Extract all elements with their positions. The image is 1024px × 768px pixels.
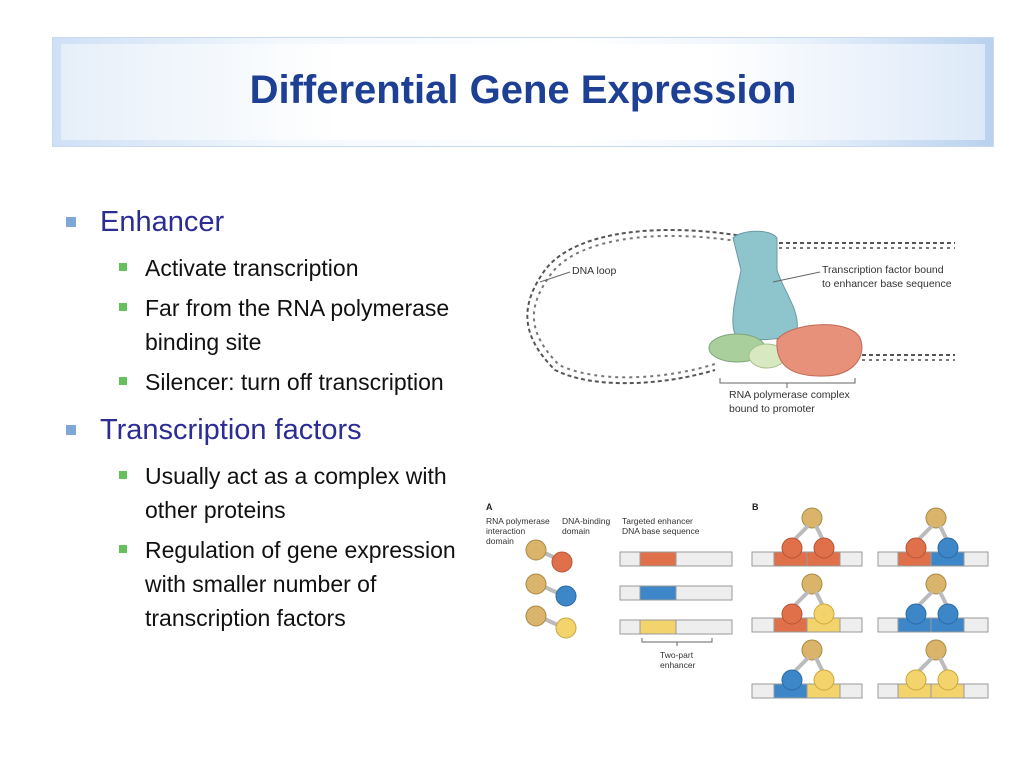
sub-bullet-marker	[119, 303, 127, 311]
sub-bullet-marker	[119, 377, 127, 385]
sub-bullet-text: Usually act as a complex with other prot…	[145, 463, 447, 523]
slide-title: Differential Gene Expression	[249, 68, 797, 112]
dna-loop-diagram: DNA loop Transcription factor bound to e…	[526, 229, 955, 415]
sub-bullet-text: Regulation of gene expression with small…	[145, 537, 456, 631]
brace	[719, 378, 856, 388]
complex-orange-yellow	[751, 573, 863, 633]
sub-bullet: Usually act as a complex with other prot…	[62, 459, 482, 527]
sub-bullet-marker	[119, 263, 127, 271]
bullet-transcription-factors: Transcription factors	[62, 413, 482, 447]
enhancer-sequence-orange	[619, 551, 733, 567]
tf-molecule-blue	[525, 573, 577, 607]
bullet-marker	[66, 425, 76, 435]
bullet-list: Enhancer Activate transcription Far from…	[62, 205, 482, 641]
dna-loop-label: DNA loop	[572, 265, 617, 277]
tf-molecule-yellow	[525, 605, 577, 639]
rna-polymerase-shape	[776, 324, 863, 377]
enhancer-sequence-yellow	[619, 619, 733, 635]
rna-pol-label-2: interaction	[486, 526, 525, 536]
rna-pol-label-3: domain	[486, 536, 514, 546]
panel-b-label: B	[752, 502, 759, 512]
sub-bullet-marker	[119, 471, 127, 479]
polymerase-label-line1: RNA polymerase complex	[729, 389, 851, 401]
transcription-factor-panels: A RNA polymerase interaction domain DNA-…	[486, 502, 989, 699]
tf-label-line1: Transcription factor bound	[822, 264, 944, 276]
rna-pol-label-1: RNA polymerase	[486, 516, 550, 526]
sub-bullet-text: Silencer: turn off transcription	[145, 369, 444, 395]
callout-line	[539, 271, 571, 283]
bullet-text: Transcription factors	[100, 414, 362, 446]
bullet-text: Enhancer	[100, 206, 225, 238]
bullet-marker	[66, 217, 76, 227]
targeted-label-1: Targeted enhancer	[622, 516, 693, 526]
sub-bullet-marker	[119, 545, 127, 553]
tf-label-line2: to enhancer base sequence	[822, 278, 952, 290]
dna-strand	[526, 229, 766, 385]
title-banner: Differential Gene Expression	[52, 37, 994, 147]
complex-blue-yellow	[751, 639, 863, 699]
complex-orange-blue	[877, 507, 989, 567]
sub-bullet-text: Far from the RNA polymerase binding site	[145, 295, 450, 355]
targeted-label-2: DNA base sequence	[622, 526, 700, 536]
complex-yellow-yellow	[877, 639, 989, 699]
two-part-label-1: Two-part	[660, 650, 694, 660]
complex-blue-blue	[877, 573, 989, 633]
sub-bullet: Regulation of gene expression with small…	[62, 533, 482, 635]
panel-a-label: A	[486, 502, 493, 512]
dna-binding-label-1: DNA-binding	[562, 516, 610, 526]
bullet-enhancer: Enhancer	[62, 205, 482, 239]
two-part-brace	[641, 638, 713, 646]
sub-bullet: Silencer: turn off transcription	[62, 365, 482, 399]
callout-line	[772, 271, 821, 283]
dna-strand	[532, 234, 766, 379]
sub-bullet: Activate transcription	[62, 251, 482, 285]
polymerase-label-line2: bound to promoter	[729, 403, 815, 415]
sub-bullet-text: Activate transcription	[145, 255, 359, 281]
enhancer-sequence-blue	[619, 585, 733, 601]
tf-molecule-orange	[525, 539, 573, 573]
dna-binding-label-2: domain	[562, 526, 590, 536]
title-banner-inner	[61, 44, 985, 140]
sub-bullet: Far from the RNA polymerase binding site	[62, 291, 482, 359]
complex-orange-orange	[751, 507, 863, 567]
two-part-label-2: enhancer	[660, 660, 696, 670]
